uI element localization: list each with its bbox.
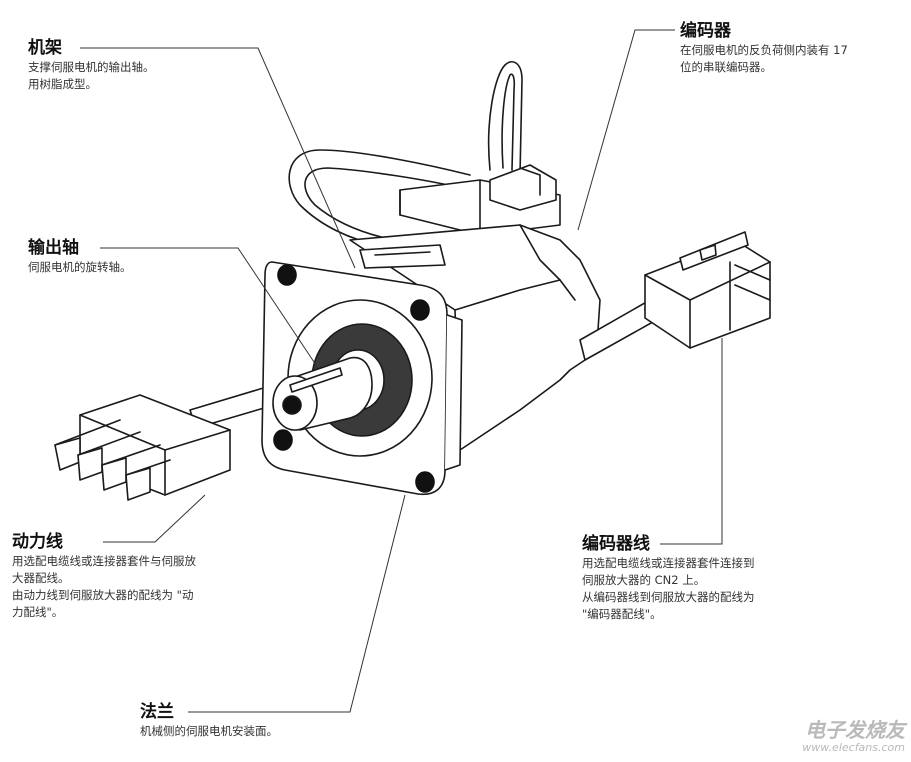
power-cable-title: 动力线	[12, 532, 63, 552]
flange-description: 机械侧的伺服电机安装面。	[140, 724, 278, 738]
leader-frame	[80, 47, 356, 269]
encoder-cable-description: 用选配电缆线或连接器套件连接到 伺服放大器的 CN2 上。 从编码器线到伺服放大…	[582, 556, 755, 621]
shaft-title: 输出轴	[28, 238, 79, 258]
encoder-title: 编码器	[680, 21, 731, 41]
encoder-cable-title: 编码器线	[582, 534, 650, 554]
encoder-top-connector	[399, 164, 561, 236]
leader-lines	[80, 29, 723, 713]
callout-shaft: 输出轴 伺服电机的旋转轴。	[28, 237, 132, 276]
leader-shaft	[100, 247, 319, 369]
output-shaft	[272, 356, 373, 431]
flange-title: 法兰	[140, 702, 174, 722]
watermark-logo-text: 电子发烧友	[805, 718, 905, 742]
power-connector	[54, 394, 231, 501]
encoder-cable-connector	[644, 231, 771, 349]
leader-encoder	[577, 29, 675, 231]
leader-power	[103, 494, 206, 543]
callout-power-cable: 动力线 用选配电缆线或连接器套件与伺服放 大器配线。 由动力线到伺服放大器的配线…	[12, 531, 196, 621]
callout-encoder-cable: 编码器线 用选配电缆线或连接器套件连接到 伺服放大器的 CN2 上。 从编码器线…	[582, 533, 755, 623]
callout-flange: 法兰 机械侧的伺服电机安装面。	[140, 701, 278, 740]
frame-description: 支撑伺服电机的输出轴。 用树脂成型。	[28, 60, 155, 91]
motor-body	[349, 224, 601, 451]
leader-flange	[188, 494, 406, 713]
callout-encoder: 编码器 在伺服电机的反负荷侧内装有 17 位的串联编码器。	[680, 20, 848, 76]
callout-frame: 机架 支撑伺服电机的输出轴。 用树脂成型。	[28, 37, 155, 93]
leader-encoder-cable	[660, 338, 723, 545]
shaft-description: 伺服电机的旋转轴。	[28, 260, 132, 274]
cable-loop	[288, 61, 523, 246]
frame-title: 机架	[28, 38, 62, 58]
power-cable-description: 用选配电缆线或连接器套件与伺服放 大器配线。 由动力线到伺服放大器的配线为 "动…	[12, 554, 196, 619]
watermark-url: www.elecfans.com	[802, 741, 905, 754]
encoder-description: 在伺服电机的反负荷侧内装有 17 位的串联编码器。	[680, 43, 848, 74]
watermark: 电子发烧友 www.elecfans.com	[802, 719, 905, 754]
mounting-holes	[273, 264, 435, 493]
